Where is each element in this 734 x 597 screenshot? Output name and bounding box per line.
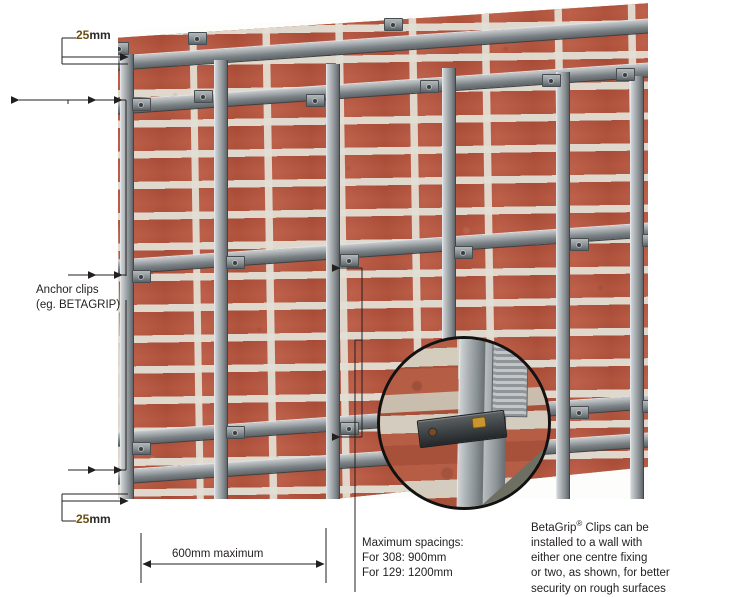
- standoff-top-value: 25: [76, 28, 90, 42]
- anchor-clip: [616, 68, 635, 81]
- vertical-rail-6: [630, 76, 644, 499]
- anchor-clip: [188, 32, 207, 45]
- detail-serrated-rail: [491, 339, 529, 418]
- betagrip-note-body: Clips can be installed to a wall with ei…: [531, 521, 670, 595]
- anchor-clip: [454, 246, 473, 259]
- standoff-top-unit: mm: [89, 28, 111, 42]
- standoff-bottom-unit: mm: [89, 512, 111, 526]
- label-standoff-bottom: 25mm: [76, 512, 111, 528]
- wall-photograph: [118, 2, 648, 499]
- anchor-clip: [226, 426, 245, 439]
- vertical-rail-3: [326, 64, 340, 499]
- betagrip-note-brand: BetaGrip: [531, 521, 577, 534]
- label-max-spacings: Maximum spacings: For 308: 900mm For 129…: [362, 537, 464, 580]
- anchor-clip: [226, 256, 245, 269]
- label-standoff-top: 25mm: [76, 28, 111, 44]
- vertical-rail-2: [214, 60, 228, 499]
- detail-fixing-screw: [471, 416, 487, 429]
- anchor-clip: [306, 94, 325, 107]
- anchor-clip: [570, 406, 589, 419]
- vertical-rail-5: [556, 72, 570, 499]
- anchor-clip: [642, 234, 648, 247]
- anchor-clip: [384, 18, 403, 31]
- label-betagrip-note: BetaGrip® Clips can be installed to a wa…: [531, 519, 670, 597]
- anchor-clip: [194, 90, 213, 103]
- anchor-clip: [420, 80, 439, 93]
- magnified-clip-detail: [377, 336, 551, 510]
- registered-trademark-icon: ®: [576, 519, 583, 528]
- anchor-clip: [118, 42, 129, 55]
- anchor-clip: [570, 238, 589, 251]
- label-dimension-600mm: 600mm maximum: [172, 548, 264, 560]
- standoff-bottom-value: 25: [76, 512, 90, 526]
- anchor-clip: [132, 270, 151, 283]
- anchor-clip: [132, 98, 151, 111]
- anchor-clip: [340, 254, 359, 267]
- anchor-clip: [132, 442, 151, 455]
- label-anchor-clips: Anchor clips (eg. BETAGRIP): [36, 284, 121, 312]
- anchor-clip: [642, 400, 648, 413]
- anchor-clip: [542, 74, 561, 87]
- anchor-clip: [340, 422, 359, 435]
